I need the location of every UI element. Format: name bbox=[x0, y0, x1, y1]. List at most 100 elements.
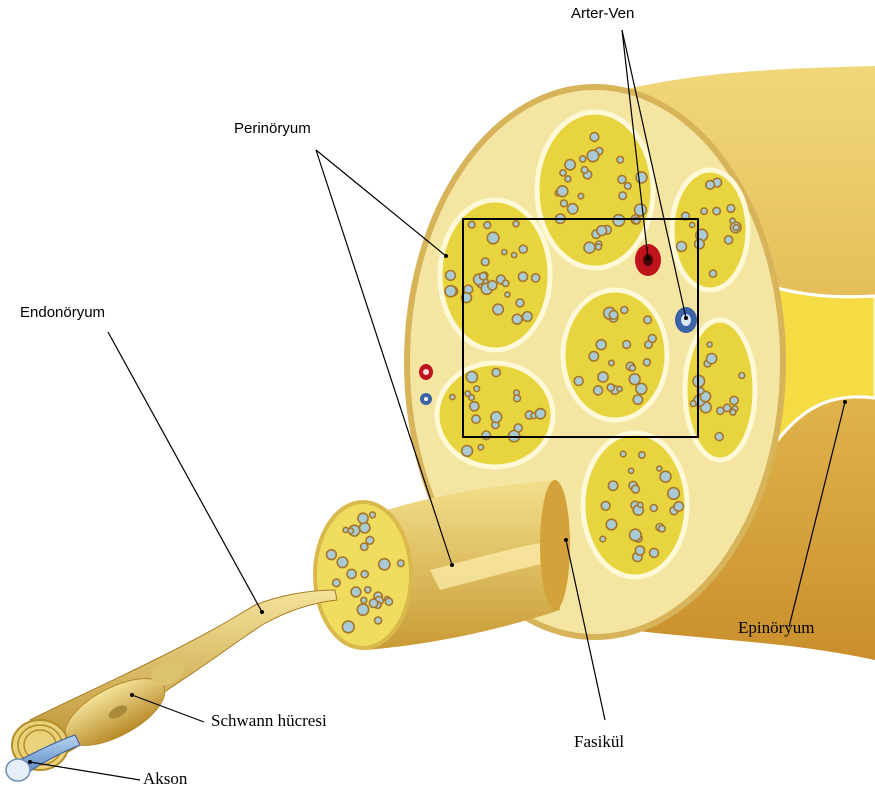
axon-dot bbox=[730, 396, 738, 404]
axon-dot bbox=[472, 415, 480, 423]
axon-dot bbox=[333, 579, 341, 587]
axon-dot bbox=[596, 244, 602, 250]
axon-dot bbox=[660, 471, 671, 482]
axon-dot bbox=[519, 245, 527, 253]
axon-dot bbox=[450, 394, 455, 399]
axon-dot bbox=[502, 280, 508, 286]
axon-dot bbox=[462, 446, 473, 457]
axon-dot bbox=[643, 359, 650, 366]
axon-dot bbox=[589, 352, 598, 361]
axon-dot bbox=[590, 133, 599, 142]
axon-dot bbox=[385, 598, 392, 605]
axon-dot bbox=[650, 548, 659, 557]
axon-dot bbox=[709, 270, 716, 277]
axon-dot bbox=[617, 156, 624, 163]
axon-dot bbox=[532, 274, 540, 282]
axon-dot bbox=[478, 445, 483, 450]
axon-dot bbox=[516, 299, 524, 307]
axon-dot bbox=[470, 402, 479, 411]
axon-dot bbox=[706, 181, 715, 190]
axon-dot bbox=[623, 341, 631, 349]
axon-dot bbox=[597, 226, 607, 236]
axon-dot bbox=[502, 250, 507, 255]
axon-dot bbox=[638, 502, 643, 507]
axon-dot bbox=[607, 384, 614, 391]
axon-dot bbox=[468, 221, 475, 228]
axon-dot bbox=[606, 519, 617, 530]
axon-dot bbox=[565, 176, 571, 182]
axon-dot bbox=[505, 292, 510, 297]
axon-dot bbox=[629, 468, 634, 473]
axon-dot bbox=[630, 529, 642, 541]
axon-dot bbox=[327, 550, 337, 560]
axon-dot bbox=[730, 409, 736, 415]
axon-dot bbox=[613, 215, 625, 227]
axon-dot bbox=[578, 193, 583, 198]
axon-dot bbox=[446, 271, 456, 281]
axon-dot bbox=[600, 536, 606, 542]
axon-dot bbox=[629, 365, 635, 371]
axon-dot bbox=[636, 172, 647, 183]
label-schwann: Schwann hücresi bbox=[211, 712, 327, 729]
axon-dot bbox=[730, 218, 735, 223]
axon-dot bbox=[379, 559, 390, 570]
axon-dot bbox=[514, 395, 521, 402]
axon-dot bbox=[361, 597, 367, 603]
axon-dot bbox=[375, 617, 382, 624]
label-endonoryum: Endonöryum bbox=[20, 305, 105, 320]
label-akson: Akson bbox=[143, 770, 187, 787]
axon-dot bbox=[633, 395, 642, 404]
axon-dot bbox=[361, 543, 368, 550]
axon-dot bbox=[619, 192, 627, 200]
axon-dot bbox=[561, 200, 568, 207]
axon-dot bbox=[632, 485, 640, 493]
axon-dot bbox=[639, 452, 645, 458]
axon-dot bbox=[488, 281, 497, 290]
axon-dot bbox=[668, 488, 680, 500]
axon-dot bbox=[690, 222, 695, 227]
axon-dot bbox=[342, 621, 354, 633]
axon-dot bbox=[513, 221, 519, 227]
axon-dot bbox=[596, 340, 606, 350]
axon-dot bbox=[365, 587, 371, 593]
axon-dot bbox=[580, 156, 586, 162]
axon-dot bbox=[366, 536, 374, 544]
axon-dot bbox=[466, 371, 477, 382]
axon-dot bbox=[739, 373, 745, 379]
label-fasikul: Fasikül bbox=[574, 733, 624, 750]
axon-dot bbox=[657, 466, 662, 471]
axon-dot bbox=[523, 312, 533, 322]
axon-dot bbox=[557, 186, 568, 197]
axon-dot bbox=[512, 314, 522, 324]
axon-dot bbox=[357, 604, 368, 615]
axon-dot bbox=[733, 225, 739, 231]
axon-dot bbox=[398, 560, 405, 567]
axon-dot bbox=[369, 599, 377, 607]
axon-dot bbox=[650, 505, 657, 512]
axon-dot bbox=[645, 341, 652, 348]
axon-dot bbox=[491, 412, 502, 423]
axon-dot bbox=[701, 208, 707, 214]
axon-dot bbox=[574, 377, 583, 386]
axon-dot bbox=[351, 587, 361, 597]
axon-dot bbox=[707, 342, 712, 347]
axon-dot bbox=[635, 204, 647, 216]
axon-dot bbox=[560, 170, 566, 176]
axon-dot bbox=[484, 222, 491, 229]
label-arter-ven: Arter-Ven bbox=[571, 6, 634, 21]
axon-dot bbox=[518, 272, 527, 281]
axon-dot bbox=[348, 528, 353, 533]
axon-dot bbox=[727, 205, 735, 213]
axon-dot bbox=[707, 354, 717, 364]
axon-dot bbox=[465, 391, 470, 396]
axon-dot bbox=[337, 557, 348, 568]
label-epinoryum: Epinöryum bbox=[738, 619, 815, 636]
axon-dot bbox=[636, 383, 647, 394]
axon-dot bbox=[347, 569, 356, 578]
axon-dot bbox=[713, 207, 720, 214]
axon-dot bbox=[581, 167, 588, 174]
axon-dot bbox=[445, 286, 456, 297]
axon-dot bbox=[358, 513, 368, 523]
axon-dot bbox=[565, 160, 575, 170]
